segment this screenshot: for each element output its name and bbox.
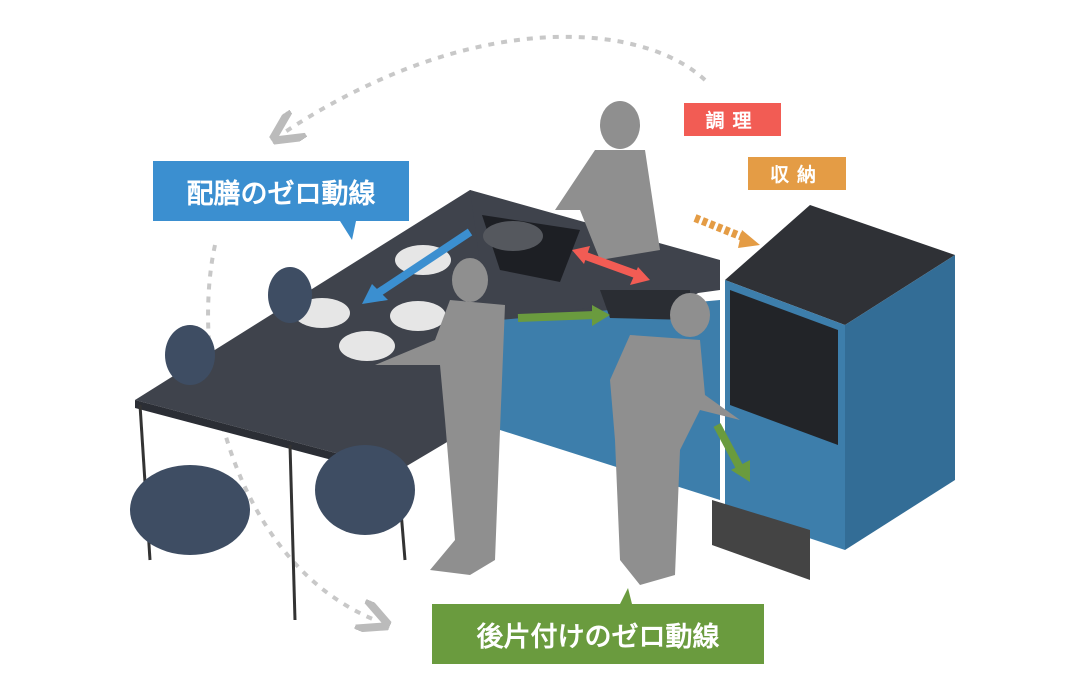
circular-flow-path — [285, 34, 707, 132]
person-figures — [375, 101, 740, 585]
cleanup-zero-path-callout: 後片付けのゼロ動線 — [432, 604, 764, 664]
serving-arrow — [372, 228, 473, 299]
circular-flow-path-lower — [206, 244, 375, 620]
cooking-label: 調理 — [684, 103, 781, 136]
cleanup-arrow — [517, 311, 596, 322]
cleanup-callout-tail — [620, 588, 632, 604]
flow-arrows — [362, 214, 760, 482]
cleanup-arrow-down — [713, 423, 744, 470]
chairs — [130, 267, 415, 555]
cooking-arrow — [581, 251, 640, 279]
storage-arrow — [693, 214, 747, 242]
storage-unit — [712, 205, 955, 580]
serving-callout-tail — [340, 221, 356, 240]
serving-zero-path-callout: 配膳のゼロ動線 — [153, 161, 409, 221]
storage-label: 収納 — [748, 157, 846, 190]
